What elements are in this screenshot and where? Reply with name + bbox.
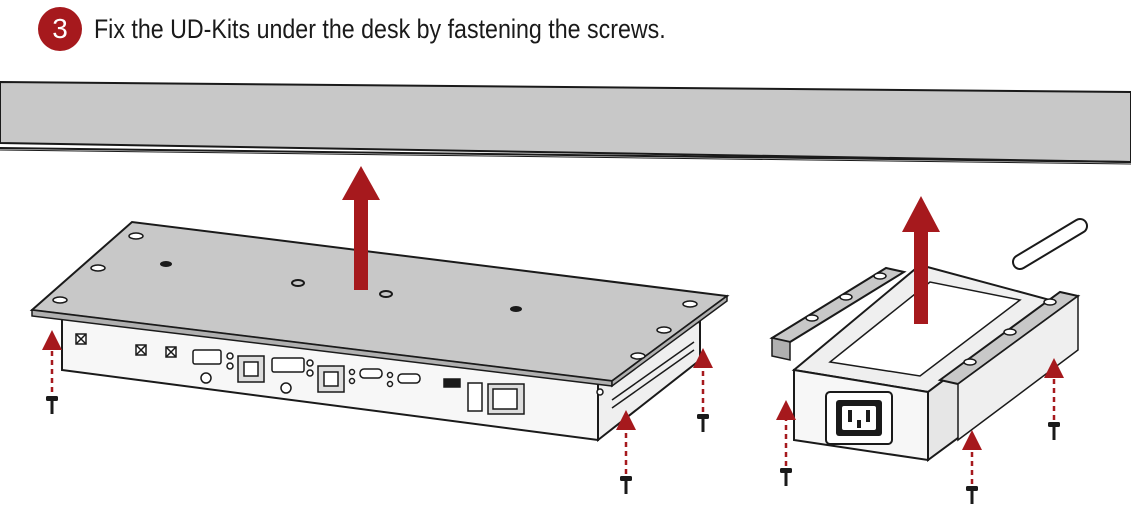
screw-icon [778,466,794,488]
screw-icon [618,474,634,496]
up-arrow-icon [902,196,940,324]
instruction-text: Fix the UD-Kits under the desk by fasten… [94,13,666,44]
step-header: 3 Fix the UD-Kits under the desk by fast… [38,4,759,54]
screw-icon [44,394,60,416]
screw-icon [1046,420,1062,442]
desk-board [0,80,1131,165]
screw-icon [964,484,980,506]
screw-icon [695,412,711,434]
step-number-badge: 3 [38,7,82,51]
ud-kit-main-unit [29,220,730,443]
ud-kit-power-adapter [769,218,1088,462]
side-ports [611,341,695,409]
up-arrow-icon [342,166,380,290]
dashed-arrow-icon [42,330,1064,484]
